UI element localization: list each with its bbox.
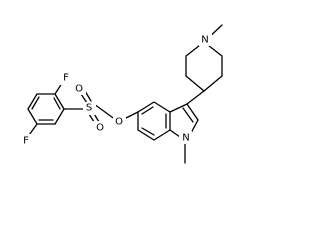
atom-f-top: F bbox=[23, 136, 29, 147]
bond-benz-b2 bbox=[141, 127, 155, 136]
bond-pyr-b bbox=[186, 103, 199, 121]
bond-pyr-c bbox=[190, 119, 199, 134]
bond-pyr-d bbox=[169, 129, 181, 138]
bond-benz-f2 bbox=[141, 106, 154, 115]
atom-nitrogen-indole: N bbox=[182, 133, 189, 144]
bond-ring-b bbox=[27, 108, 38, 125]
bond-ring-c bbox=[27, 93, 38, 110]
atom-f-bottom: F bbox=[63, 73, 69, 84]
bond-ring-e2 bbox=[53, 97, 61, 110]
bond-pyr-b2 bbox=[182, 107, 194, 123]
molecule-structure: F F S O O O N N bbox=[20, 24, 223, 164]
bond-s-o-upper-a bbox=[80, 93, 88, 104]
bond-ring-f bbox=[54, 108, 65, 125]
bonds bbox=[26, 24, 223, 164]
atom-labels: F F S O O O N N bbox=[20, 33, 212, 147]
bond-ring-e bbox=[54, 93, 65, 110]
atom-nitrogen-piperidine: N bbox=[201, 35, 208, 46]
atom-oxygen-lower: O bbox=[96, 123, 104, 134]
atom-oxygen-ester: O bbox=[115, 117, 123, 128]
bond-benz-c bbox=[153, 129, 171, 141]
atom-oxygen-upper: O bbox=[75, 84, 83, 95]
bond-pyr-a bbox=[169, 103, 188, 113]
bond-pip-d bbox=[203, 75, 223, 92]
bond-benz-b bbox=[137, 129, 155, 141]
bond-pip-a bbox=[185, 75, 205, 92]
bond-benz-f bbox=[137, 101, 155, 113]
bond-benz-e bbox=[153, 101, 171, 113]
bond-c3-pip bbox=[186, 90, 205, 105]
bond-ring-c2 bbox=[31, 96, 40, 110]
bond-s-o-ester bbox=[93, 103, 117, 121]
atom-sulfur: S bbox=[86, 103, 92, 114]
